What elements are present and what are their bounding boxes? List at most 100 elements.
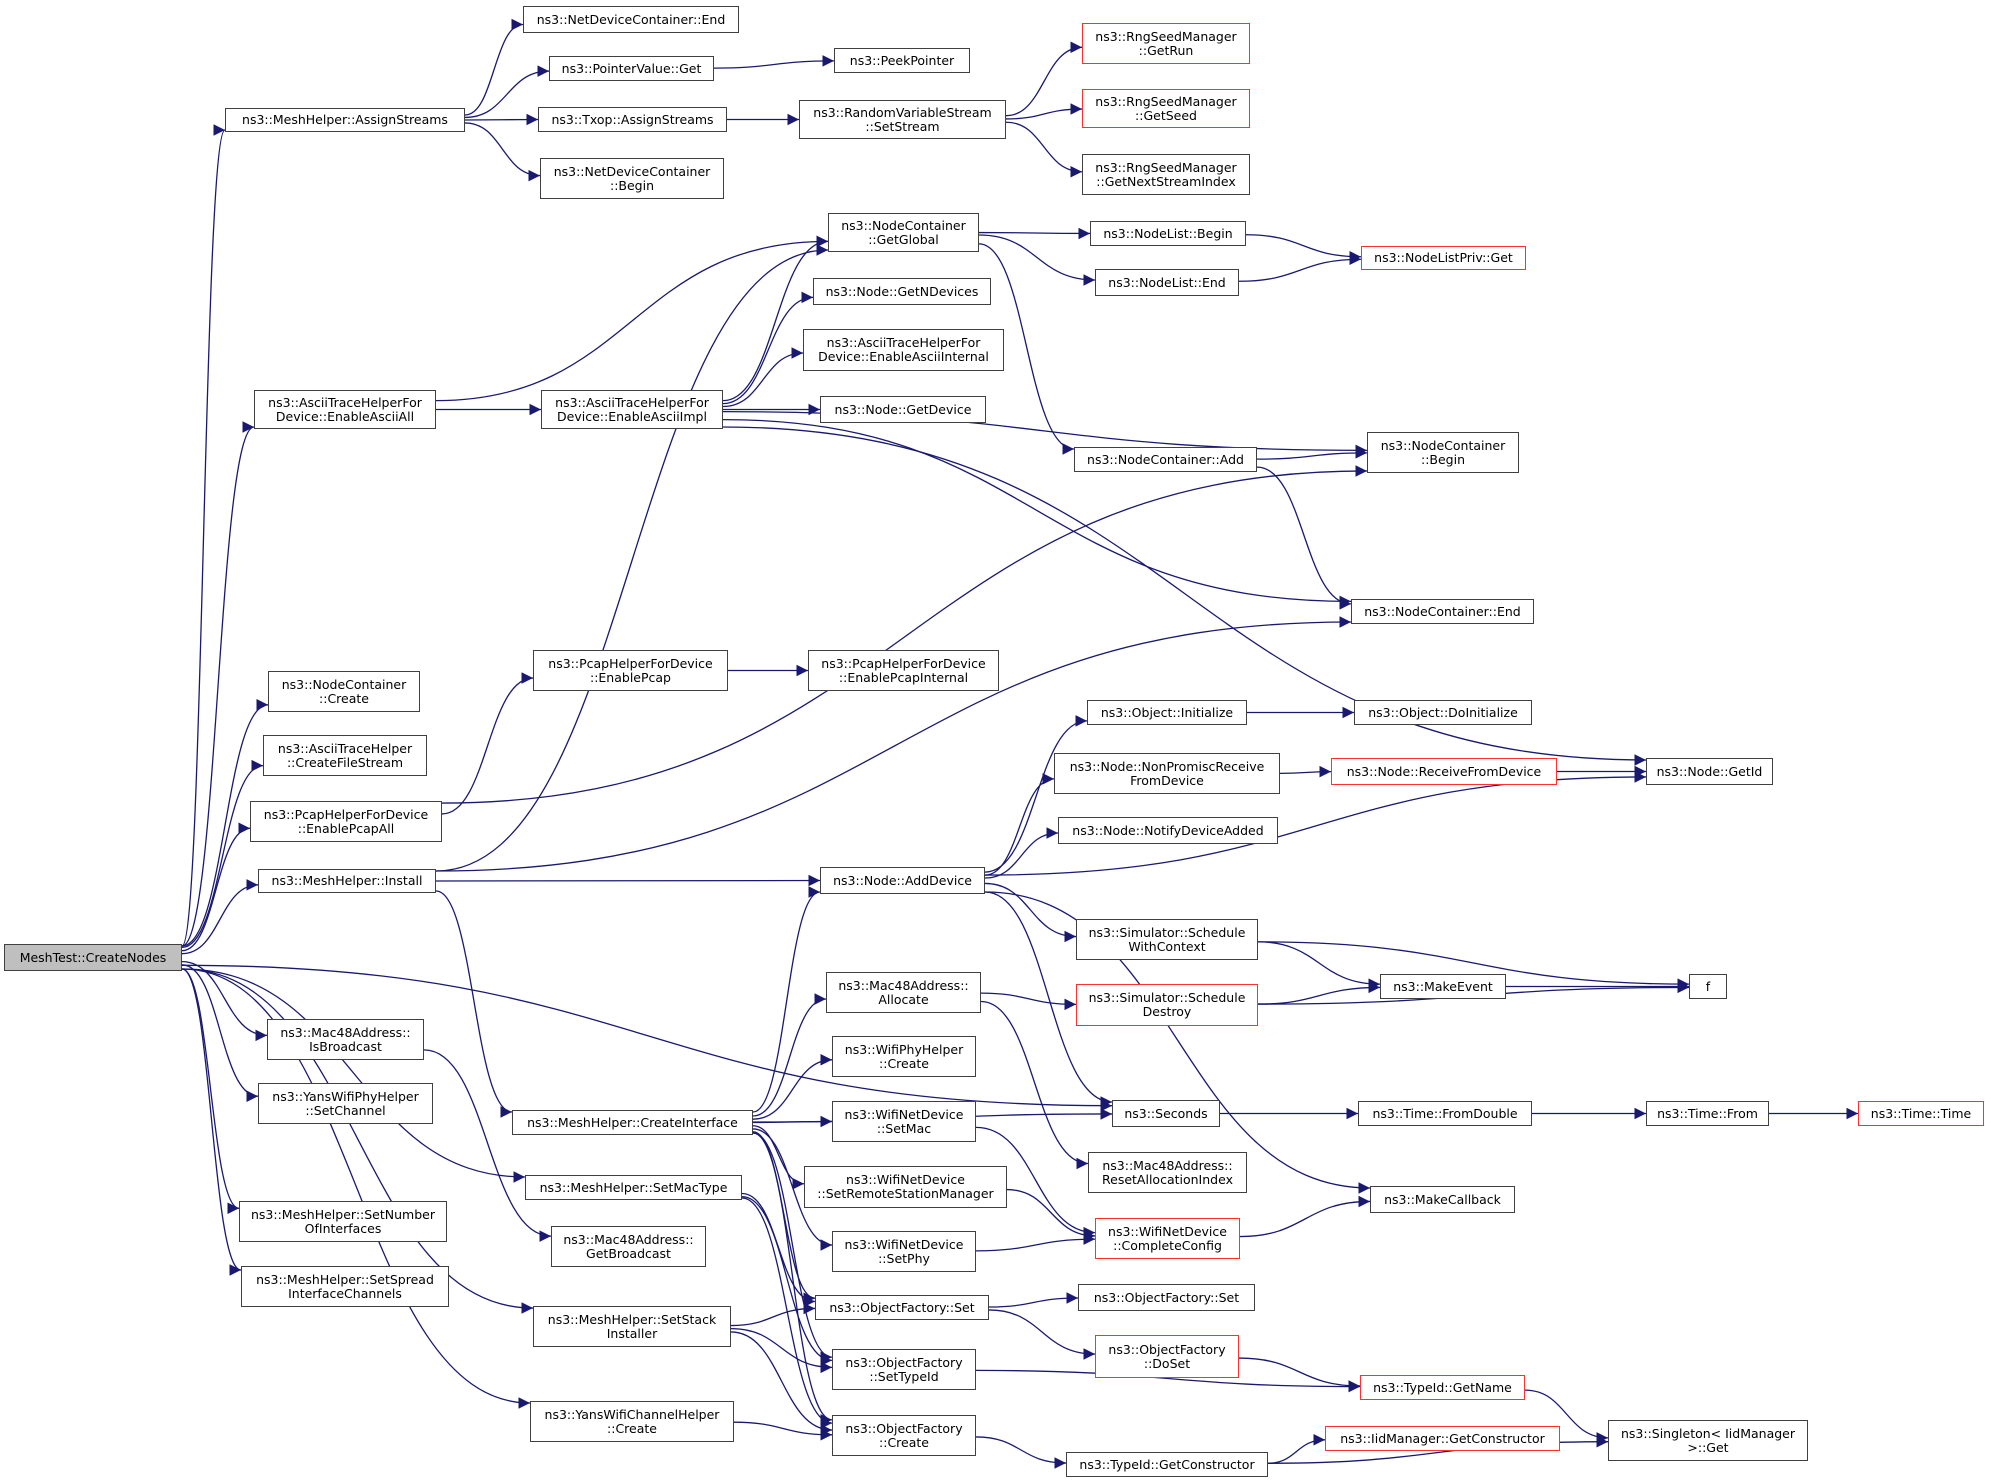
node-label: ns3::PeekPointer	[849, 52, 955, 68]
edge-n36-n39	[1257, 941, 1690, 990]
node-label: ns3::Txop::AssignStreams	[551, 111, 714, 127]
node-mac48address-getbroadcast[interactable]: ns3::Mac48Address:: GetBroadcast	[551, 1226, 706, 1267]
edge-n35-n29	[984, 715, 1088, 873]
node-makeevent[interactable]: ns3::MakeEvent	[1380, 974, 1506, 999]
node-typeid-getname[interactable]: ns3::TypeId::GetName	[1360, 1375, 1525, 1400]
node-wifinetdevice-setphy[interactable]: ns3::WifiNetDevice ::SetPhy	[832, 1231, 976, 1272]
node-time-time[interactable]: ns3::Time::Time	[1858, 1101, 1984, 1126]
node-objectfactory-create[interactable]: ns3::ObjectFactory ::Create	[832, 1415, 976, 1456]
node-mac48address-allocate[interactable]: ns3::Mac48Address:: Allocate	[826, 972, 981, 1013]
node-meshhelper-setnumber-ofinterfaces[interactable]: ns3::MeshHelper::SetNumber OfInterfaces	[239, 1201, 447, 1242]
node-label: ns3::Time::Time	[1870, 1105, 1972, 1121]
edge-n47-n50	[975, 1369, 1361, 1393]
node-objectfactory-doset[interactable]: ns3::ObjectFactory ::DoSet	[1095, 1335, 1239, 1378]
node-label: ns3::Simulator::Schedule WithContext	[1088, 924, 1246, 954]
node-label: ns3::Seconds	[1124, 1105, 1208, 1121]
node-simulator-schedule-destroy[interactable]: ns3::Simulator::Schedule Destroy	[1076, 984, 1258, 1026]
node-node-receivefromdevice[interactable]: ns3::Node::ReceiveFromDevice	[1331, 758, 1557, 785]
node-label: ns3::YansWifiPhyHelper ::SetChannel	[272, 1088, 419, 1118]
node-label: ns3::Mac48Address:: ResetAllocationIndex	[1102, 1157, 1233, 1187]
edge-n19-n16	[722, 347, 804, 408]
node-node-notifydeviceadded[interactable]: ns3::Node::NotifyDeviceAdded	[1058, 817, 1278, 844]
node-pcaphelperfordevice-enablepcapall[interactable]: ns3::PcapHelperForDevice ::EnablePcapAll	[250, 801, 442, 842]
node-nodecontainer-getglobal[interactable]: ns3::NodeContainer ::GetGlobal	[828, 213, 979, 252]
node-nodecontainer-create[interactable]: ns3::NodeContainer ::Create	[268, 671, 420, 712]
node-time-fromdouble[interactable]: ns3::Time::FromDouble	[1358, 1101, 1532, 1126]
node-label: ns3::Node::AddDevice	[833, 872, 972, 888]
node-mac48address-resetallocationindex[interactable]: ns3::Mac48Address:: ResetAllocationIndex	[1088, 1152, 1247, 1193]
edge-n19-n22	[722, 418, 1352, 608]
node-yanswifichannelhelper-create[interactable]: ns3::YansWifiChannelHelper ::Create	[530, 1401, 734, 1442]
node-meshhelper-install[interactable]: ns3::MeshHelper::Install	[258, 869, 436, 893]
node-node-adddevice[interactable]: ns3::Node::AddDevice	[820, 867, 985, 894]
node-label: MeshTest::CreateNodes	[19, 949, 167, 965]
edge-n0-n54	[181, 964, 1113, 1112]
node-meshtest-createnodes[interactable]: MeshTest::CreateNodes	[4, 944, 182, 971]
node-time-from[interactable]: ns3::Time::From	[1646, 1101, 1769, 1126]
node-meshhelper-setspread-interfacechannels[interactable]: ns3::MeshHelper::SetSpread InterfaceChan…	[241, 1266, 449, 1307]
node-netdevicecontainer-begin[interactable]: ns3::NetDeviceContainer ::Begin	[540, 158, 724, 199]
node-mac48address-isbroadcast[interactable]: ns3::Mac48Address:: IsBroadcast	[267, 1019, 424, 1060]
node-makecallback[interactable]: ns3::MakeCallback	[1370, 1186, 1515, 1213]
node-peekpointer[interactable]: ns3::PeekPointer	[834, 48, 970, 73]
node-object-initialize[interactable]: ns3::Object::Initialize	[1087, 700, 1247, 725]
node-rngseedmanager-getrun[interactable]: ns3::RngSeedManager ::GetRun	[1082, 23, 1250, 64]
node-objectfactory-settypeid[interactable]: ns3::ObjectFactory ::SetTypeId	[832, 1349, 976, 1390]
node-seconds[interactable]: ns3::Seconds	[1112, 1100, 1220, 1127]
node-meshhelper-setmactype[interactable]: ns3::MeshHelper::SetMacType	[525, 1175, 742, 1200]
node-nodecontainer-add[interactable]: ns3::NodeContainer::Add	[1074, 447, 1257, 472]
node-node-getndevices[interactable]: ns3::Node::GetNDevices	[813, 278, 991, 305]
node-yanswifiphyhelper-setchannel[interactable]: ns3::YansWifiPhyHelper ::SetChannel	[258, 1083, 433, 1124]
node-wifinetdevice-completeconfig[interactable]: ns3::WifiNetDevice ::CompleteConfig	[1095, 1218, 1240, 1259]
node-label: ns3::TypeId::GetConstructor	[1079, 1456, 1255, 1472]
node-objectfactory-set[interactable]: ns3::ObjectFactory::Set	[1078, 1284, 1255, 1311]
node-rngseedmanager-getseed[interactable]: ns3::RngSeedManager ::GetSeed	[1082, 89, 1250, 128]
node-asciitracehelperfor-device-enableasciiimpl[interactable]: ns3::AsciiTraceHelperFor Device::EnableA…	[541, 390, 723, 429]
node-label: ns3::NodeContainer ::Create	[281, 676, 407, 706]
node-nodecontainer-begin[interactable]: ns3::NodeContainer ::Begin	[1367, 432, 1519, 473]
node-objectfactory-set[interactable]: ns3::ObjectFactory::Set	[815, 1295, 989, 1320]
edge-n40-n55	[980, 1000, 1089, 1170]
edge-n18-n11	[435, 235, 829, 402]
node-asciitracehelper-createfilestream[interactable]: ns3::AsciiTraceHelper ::CreateFileStream	[263, 735, 427, 776]
node-iidmanager-getconstructor[interactable]: ns3::IidManager::GetConstructor	[1325, 1426, 1560, 1451]
edge-n0-n68	[181, 968, 240, 1215]
node-netdevicecontainer-end[interactable]: ns3::NetDeviceContainer::End	[523, 6, 739, 33]
node-typeid-getconstructor[interactable]: ns3::TypeId::GetConstructor	[1066, 1452, 1268, 1477]
node-asciitracehelperfor-device-enableasciiinternal[interactable]: ns3::AsciiTraceHelperFor Device::EnableA…	[803, 329, 1004, 371]
node-asciitracehelperfor-device-enableasciiall[interactable]: ns3::AsciiTraceHelperFor Device::EnableA…	[254, 390, 436, 429]
node-wifinetdevice-setmac[interactable]: ns3::WifiNetDevice ::SetMac	[832, 1101, 976, 1142]
node-object-doinitialize[interactable]: ns3::Object::DoInitialize	[1354, 700, 1532, 725]
edge-n13-n14	[1238, 253, 1362, 282]
node-meshhelper-setstack-installer[interactable]: ns3::MeshHelper::SetStack Installer	[533, 1306, 731, 1347]
edge-n61-n47	[752, 1132, 833, 1363]
node-randomvariablestream-setstream[interactable]: ns3::RandomVariableStream ::SetStream	[799, 100, 1006, 139]
node-pcaphelperfordevice-enablepcapinternal[interactable]: ns3::PcapHelperForDevice ::EnablePcapInt…	[808, 650, 999, 691]
node-node-getdevice[interactable]: ns3::Node::GetDevice	[820, 396, 986, 423]
node-wifinetdevice-setremotestationmanager[interactable]: ns3::WifiNetDevice ::SetRemoteStationMan…	[804, 1166, 1007, 1208]
edge-n61-n44	[752, 1128, 833, 1251]
node-label: ns3::IidManager::GetConstructor	[1340, 1430, 1545, 1446]
node-nodelist-begin[interactable]: ns3::NodeList::Begin	[1090, 221, 1246, 246]
node-singleton-iidmanager-get[interactable]: ns3::Singleton< IidManager >::Get	[1608, 1420, 1808, 1461]
node-pointervalue-get[interactable]: ns3::PointerValue::Get	[549, 56, 714, 81]
node-simulator-schedule-withcontext[interactable]: ns3::Simulator::Schedule WithContext	[1076, 919, 1258, 960]
node-nodecontainer-end[interactable]: ns3::NodeContainer::End	[1351, 599, 1534, 624]
node-f[interactable]: f	[1689, 974, 1727, 999]
node-label: ns3::Mac48Address:: IsBroadcast	[280, 1024, 411, 1054]
node-meshhelper-createinterface[interactable]: ns3::MeshHelper::CreateInterface	[512, 1110, 753, 1135]
node-label: ns3::WifiPhyHelper ::Create	[844, 1041, 964, 1071]
node-pcaphelperfordevice-enablepcap[interactable]: ns3::PcapHelperForDevice ::EnablePcap	[533, 650, 728, 691]
node-rngseedmanager-getnextstreamindex[interactable]: ns3::RngSeedManager ::GetNextStreamIndex	[1082, 154, 1250, 195]
node-nodelistpriv-get[interactable]: ns3::NodeListPriv::Get	[1361, 246, 1526, 270]
edge-n3-n6	[713, 55, 835, 69]
node-wifiphyhelper-create[interactable]: ns3::WifiPhyHelper ::Create	[832, 1036, 976, 1077]
node-node-getid[interactable]: ns3::Node::GetId	[1646, 758, 1773, 785]
node-txop-assignstreams[interactable]: ns3::Txop::AssignStreams	[538, 107, 727, 132]
node-meshhelper-assignstreams[interactable]: ns3::MeshHelper::AssignStreams	[225, 108, 465, 132]
edge-n11-n20	[978, 243, 1075, 455]
edge-n61-n43	[752, 1125, 805, 1190]
node-nodelist-end[interactable]: ns3::NodeList::End	[1095, 269, 1239, 296]
node-node-nonpromiscreceive-fromdevice[interactable]: ns3::Node::NonPromiscReceive FromDevice	[1054, 753, 1280, 794]
